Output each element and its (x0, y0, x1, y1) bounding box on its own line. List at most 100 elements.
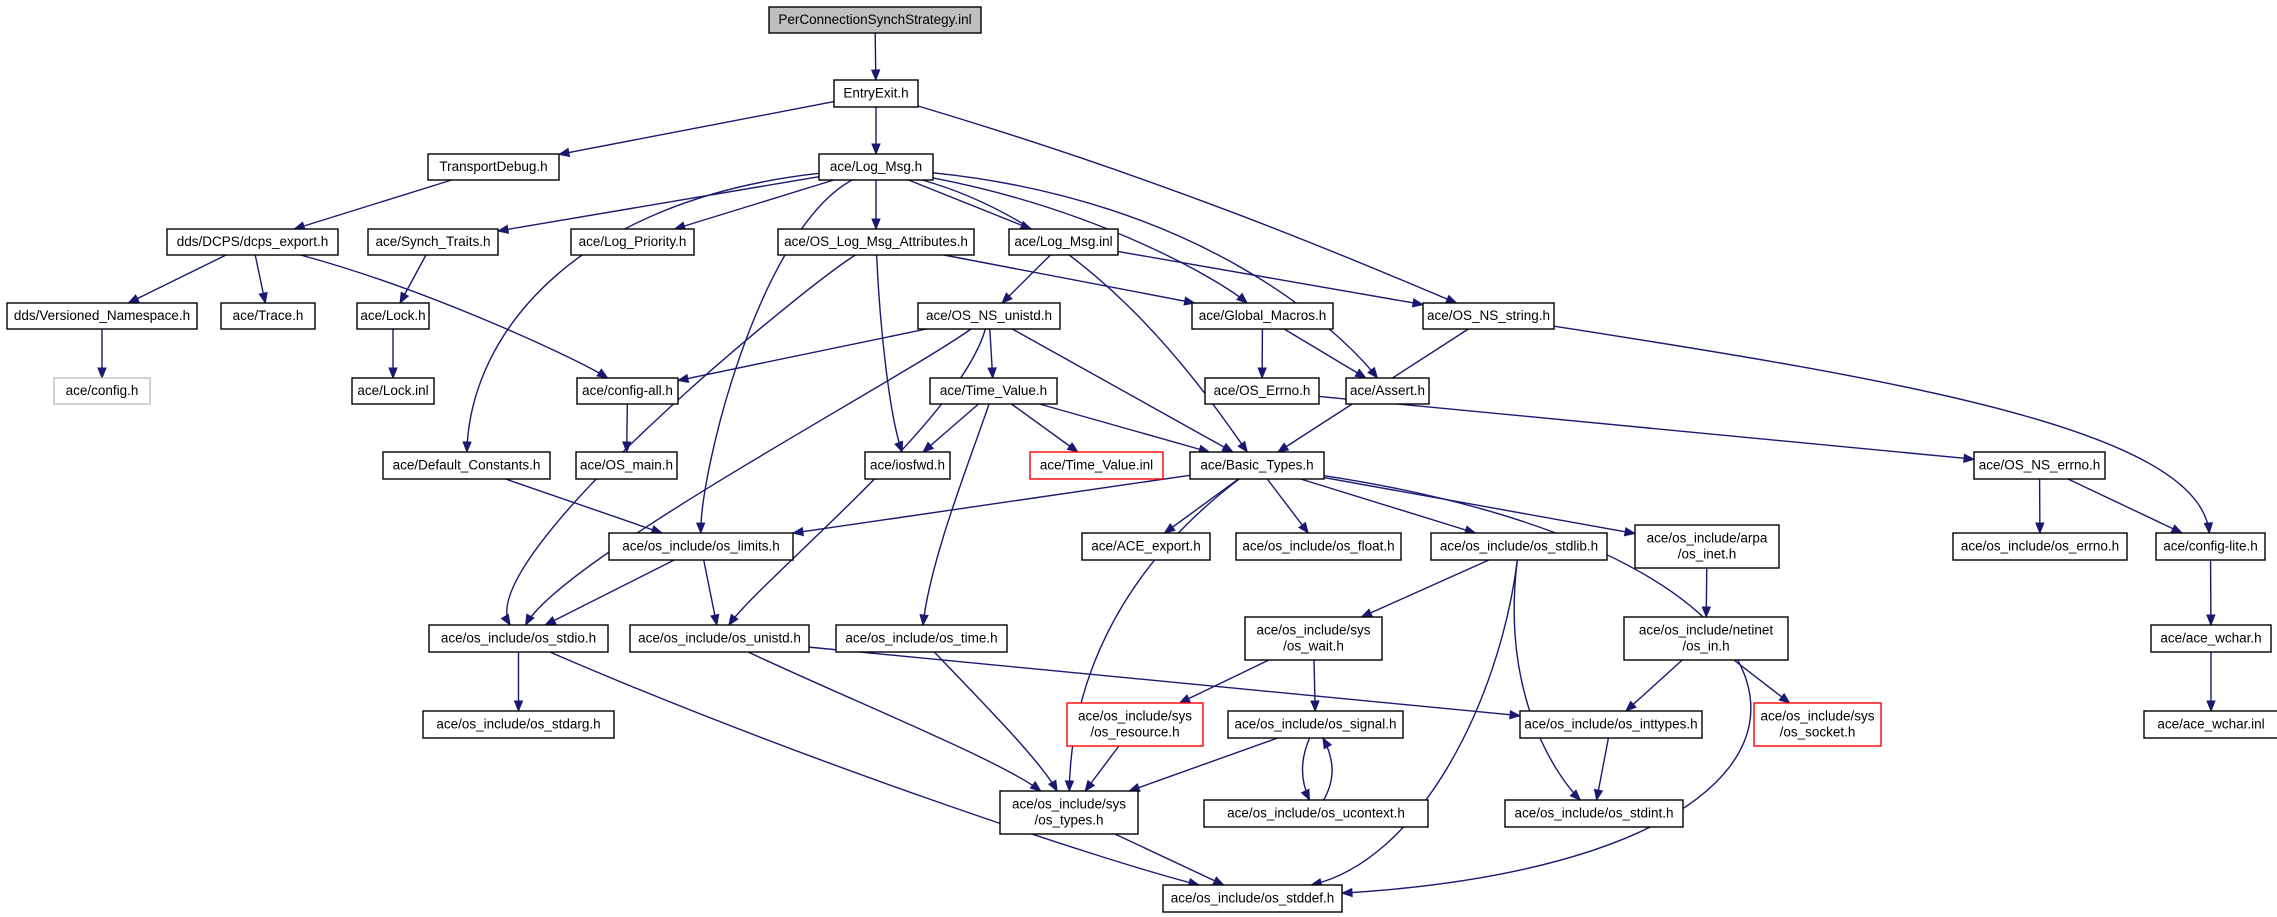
node-ace-os-include-sys-os-types-h[interactable]: ace/os_include/sys/os_types.h (999, 790, 1139, 835)
arrowhead-n46-n49 (1212, 876, 1225, 886)
node-label: ace/os_include/arpa (1647, 531, 1768, 546)
node-ace-log-priority-h[interactable]: ace/Log_Priority.h (570, 228, 695, 256)
node-ace-os-ns-string-h[interactable]: ace/OS_NS_string.h (1422, 302, 1555, 330)
node-box (53, 377, 151, 405)
arrowhead-n14-n33 (2203, 522, 2214, 535)
node-ace-default-constants-h[interactable]: ace/Default_Constants.h (382, 451, 551, 480)
node-ace-os-ns-errno-h[interactable]: ace/OS_NS_errno.h (1973, 451, 2106, 480)
node-ace-os-include-os-unistd-h[interactable]: ace/os_include/os_unistd.h (629, 624, 810, 653)
node-label: ace/Global_Macros.h (1199, 308, 1327, 323)
node-ace-config-lite-h[interactable]: ace/config-lite.h (2155, 532, 2266, 561)
edge-n12-n35 (728, 328, 987, 626)
node-box (608, 532, 794, 561)
node-ace-os-main-h[interactable]: ace/OS_main.h (575, 451, 678, 480)
node-ace-os-ns-unistd-h[interactable]: ace/OS_NS_unistd.h (917, 302, 1061, 330)
node-dds-versioned-namespace-h[interactable]: dds/Versioned_Namespace.h (6, 302, 198, 330)
node-ace-os-log-msg-attributes-h[interactable]: ace/OS_Log_Msg_Attributes.h (777, 228, 975, 256)
node-label: ace/os_include/os_time.h (845, 631, 997, 646)
node-ace-os-include-os-errno-h[interactable]: ace/os_include/os_errno.h (1952, 532, 2128, 561)
node-ace-os-include-arpa-os-inet-h[interactable]: ace/os_include/arpa/os_inet.h (1634, 524, 1780, 569)
edge-n25-n30 (1300, 478, 1476, 534)
node-box (570, 228, 695, 256)
edge-n1-n14 (917, 105, 1457, 304)
edge-n3-n8 (908, 179, 1032, 230)
arrowhead-n4-n10 (258, 291, 268, 305)
node-ace-os-include-os-time-h[interactable]: ace/os_include/os_time.h (835, 624, 1008, 653)
node-ace-global-macros-h[interactable]: ace/Global_Macros.h (1191, 302, 1334, 330)
node-ace-time-value-h[interactable]: ace/Time_Value.h (929, 377, 1058, 405)
node-ace-ace-wchar-inl[interactable]: ace/ace_wchar.inl (2143, 710, 2277, 739)
arrowhead-n1-n2 (557, 147, 571, 158)
node-ace-os-include-sys-os-wait-h[interactable]: ace/os_include/sys/os_wait.h (1244, 616, 1383, 661)
node-ace-os-include-os-limits-h[interactable]: ace/os_include/os_limits.h (608, 532, 794, 561)
edge-n3-n20 (932, 172, 1378, 379)
node-ace-log-msg-inl[interactable]: ace/Log_Msg.inl (1008, 228, 1119, 256)
node-ace-os-errno-h[interactable]: ace/OS_Errno.h (1204, 377, 1320, 405)
node-ace-os-include-os-float-h[interactable]: ace/os_include/os_float.h (1235, 532, 1402, 561)
node-entryexit-h[interactable]: EntryExit.h (833, 79, 919, 108)
node-ace-os-include-os-stddef-h[interactable]: ace/os_include/os_stddef.h (1162, 884, 1343, 913)
arrowhead-n33-n39 (2206, 614, 2216, 627)
edge-n14-n33 (1553, 325, 2210, 534)
node-ace-os-include-os-signal-h[interactable]: ace/os_include/os_signal.h (1227, 710, 1404, 739)
node-ace-basic-types-h[interactable]: ace/Basic_Types.h (1189, 451, 1325, 480)
node-ace-os-include-os-stdio-h[interactable]: ace/os_include/os_stdio.h (428, 624, 609, 653)
edge-n42-n46 (1128, 737, 1278, 792)
node-label: ace/os_include/os_stdint.h (1514, 806, 1673, 821)
arrowhead-n38-n43 (1624, 700, 1637, 712)
edge-n35-n43 (808, 646, 1521, 717)
node-ace-os-include-os-inttypes-h[interactable]: ace/os_include/os_inttypes.h (1519, 710, 1703, 739)
edge-n1-n2 (558, 100, 835, 156)
node-ace-os-include-os-ucontext-h[interactable]: ace/os_include/os_ucontext.h (1203, 799, 1429, 828)
node-label: ace/os_include/sys (1760, 709, 1874, 724)
edge-n38-n44 (1733, 659, 1791, 704)
edge-n3-n27 (700, 179, 853, 534)
node-ace-trace-h[interactable]: ace/Trace.h (220, 302, 316, 330)
node-ace-iosfwd-h[interactable]: ace/iosfwd.h (864, 451, 951, 480)
node-label: ace/config.h (66, 383, 139, 398)
node-ace-synch-traits-h[interactable]: ace/Synch_Traits.h (367, 228, 499, 256)
edge-n12-n25 (1011, 328, 1234, 453)
edge-n3-n22 (466, 172, 820, 453)
edge-n25-n28 (1164, 478, 1239, 534)
node-label: ace/ace_wchar.inl (2157, 717, 2264, 732)
arrowhead-n25-n49 (1340, 887, 1353, 898)
node-perconnectionsynchstrategy-inl[interactable]: PerConnectionSynchStrategy.inl (768, 6, 982, 34)
node-ace-config-all-h[interactable]: ace/config-all.h (576, 377, 679, 405)
node-box (428, 624, 609, 653)
nodes-layer: PerConnectionSynchStrategy.inlEntryExit.… (6, 6, 2277, 913)
arrowhead-n3-n27 (695, 522, 706, 535)
node-ace-assert-h[interactable]: ace/Assert.h (1345, 377, 1430, 405)
edge-n35-n46 (747, 651, 1042, 792)
node-transportdebug-h[interactable]: TransportDebug.h (427, 153, 560, 181)
node-label: ace/Log_Msg.inl (1014, 234, 1112, 249)
node-ace-os-include-os-stdlib-h[interactable]: ace/os_include/os_stdlib.h (1430, 532, 1608, 561)
node-label: ace/os_include/sys (1078, 709, 1192, 724)
node-box (427, 153, 560, 181)
node-ace-os-include-netinet-os-in-h[interactable]: ace/os_include/netinet/os_in.h (1623, 616, 1789, 661)
node-ace-os-include-os-stdarg-h[interactable]: ace/os_include/os_stdarg.h (422, 710, 615, 739)
node-ace-os-include-os-stdint-h[interactable]: ace/os_include/os_stdint.h (1504, 799, 1684, 828)
node-box (768, 6, 982, 34)
edge-n8-n12 (1001, 254, 1051, 304)
node-box (1519, 710, 1703, 739)
node-ace-lock-h[interactable]: ace/Lock.h (356, 302, 430, 330)
node-box (818, 153, 934, 181)
arrowhead-n25-n28 (1163, 522, 1176, 534)
node-box (1504, 799, 1684, 828)
edge-n7-n34 (506, 254, 856, 626)
node-label: /os_inet.h (1678, 547, 1737, 562)
node-dds-dcps-dcps-export-h[interactable]: dds/DCPS/dcps_export.h (166, 228, 339, 256)
edge-n25-n46 (1068, 478, 1240, 792)
node-ace-ace-export-h[interactable]: ace/ACE_export.h (1081, 532, 1211, 561)
node-label: TransportDebug.h (439, 159, 547, 174)
node-box (917, 302, 1061, 330)
arrowhead-n4-n9 (127, 294, 140, 304)
node-ace-lock-inl[interactable]: ace/Lock.inl (351, 377, 435, 405)
node-ace-log-msg-h[interactable]: ace/Log_Msg.h (818, 153, 934, 181)
node-label: ace/Log_Priority.h (579, 234, 687, 249)
arrowhead-n36-n46 (1047, 779, 1058, 793)
arrowhead-n3-n5 (496, 224, 510, 234)
node-ace-ace-wchar-h[interactable]: ace/ace_wchar.h (2150, 624, 2272, 653)
arrowhead-n7-n23 (894, 440, 903, 454)
